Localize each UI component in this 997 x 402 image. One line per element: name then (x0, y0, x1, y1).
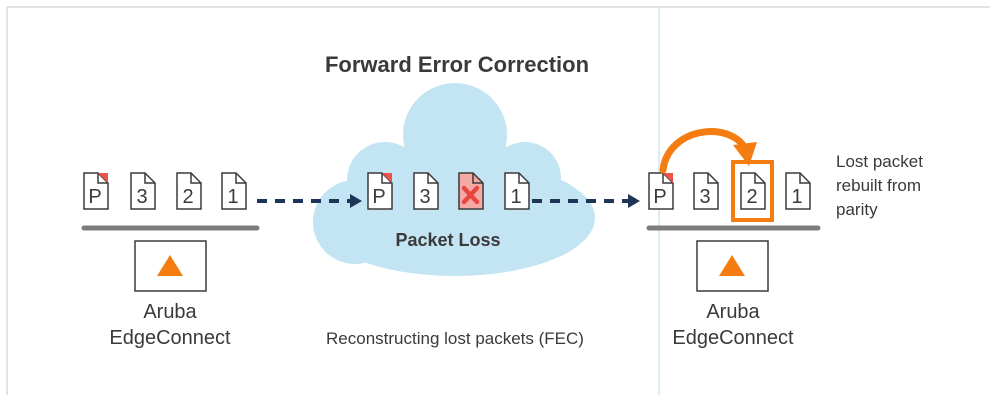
note-line-2: rebuilt from (836, 176, 921, 195)
note-line-1: Lost packet (836, 152, 923, 171)
right-packet-group: P 3 2 1 (648, 160, 811, 222)
packet-label: P (653, 186, 666, 208)
page-icon: 1 (785, 172, 811, 210)
packet-label: 3 (419, 186, 430, 208)
right-device (696, 240, 769, 292)
note-line-3: parity (836, 200, 878, 219)
packet-label: P (372, 186, 385, 208)
curved-arrow-icon (659, 128, 757, 174)
page-icon: 1 (221, 172, 247, 210)
page-icon: 2 (176, 172, 202, 210)
packet-label: 1 (510, 186, 521, 208)
middle-packet-group: P 3 1 (367, 172, 530, 210)
dashed-arrow-right (532, 194, 640, 208)
triangle-icon (157, 255, 183, 276)
triangle-icon (719, 255, 745, 276)
packet-label: 2 (746, 186, 757, 208)
left-packet-group: P 3 2 1 (83, 172, 247, 210)
rebuilt-packet-highlight (731, 160, 774, 222)
lost-packet-icon (458, 172, 484, 210)
packet-label: 3 (136, 186, 147, 208)
diagram-title: Forward Error Correction (325, 52, 589, 77)
left-device-label-2: EdgeConnect (109, 327, 231, 349)
page-icon: P (648, 172, 674, 210)
packet-label: 1 (791, 186, 802, 208)
page-icon: P (83, 172, 109, 210)
left-device (134, 240, 207, 292)
page-icon: P (367, 172, 393, 210)
left-device-label-1: Aruba (143, 301, 197, 323)
cloud-label: Packet Loss (395, 230, 500, 250)
packet-label: 2 (182, 186, 193, 208)
dashed-arrow-left (257, 194, 362, 208)
page-icon: 3 (413, 172, 439, 210)
page-icon: 2 (740, 172, 766, 210)
right-device-label-2: EdgeConnect (672, 327, 794, 349)
packet-label: 3 (699, 186, 710, 208)
packet-label: P (88, 186, 101, 208)
page-icon: 1 (504, 172, 530, 210)
caption: Reconstructing lost packets (FEC) (326, 329, 584, 348)
packet-label: 1 (227, 186, 238, 208)
right-device-label-1: Aruba (706, 301, 760, 323)
page-icon: 3 (693, 172, 719, 210)
x-icon (461, 185, 480, 205)
page-icon: 3 (130, 172, 156, 210)
